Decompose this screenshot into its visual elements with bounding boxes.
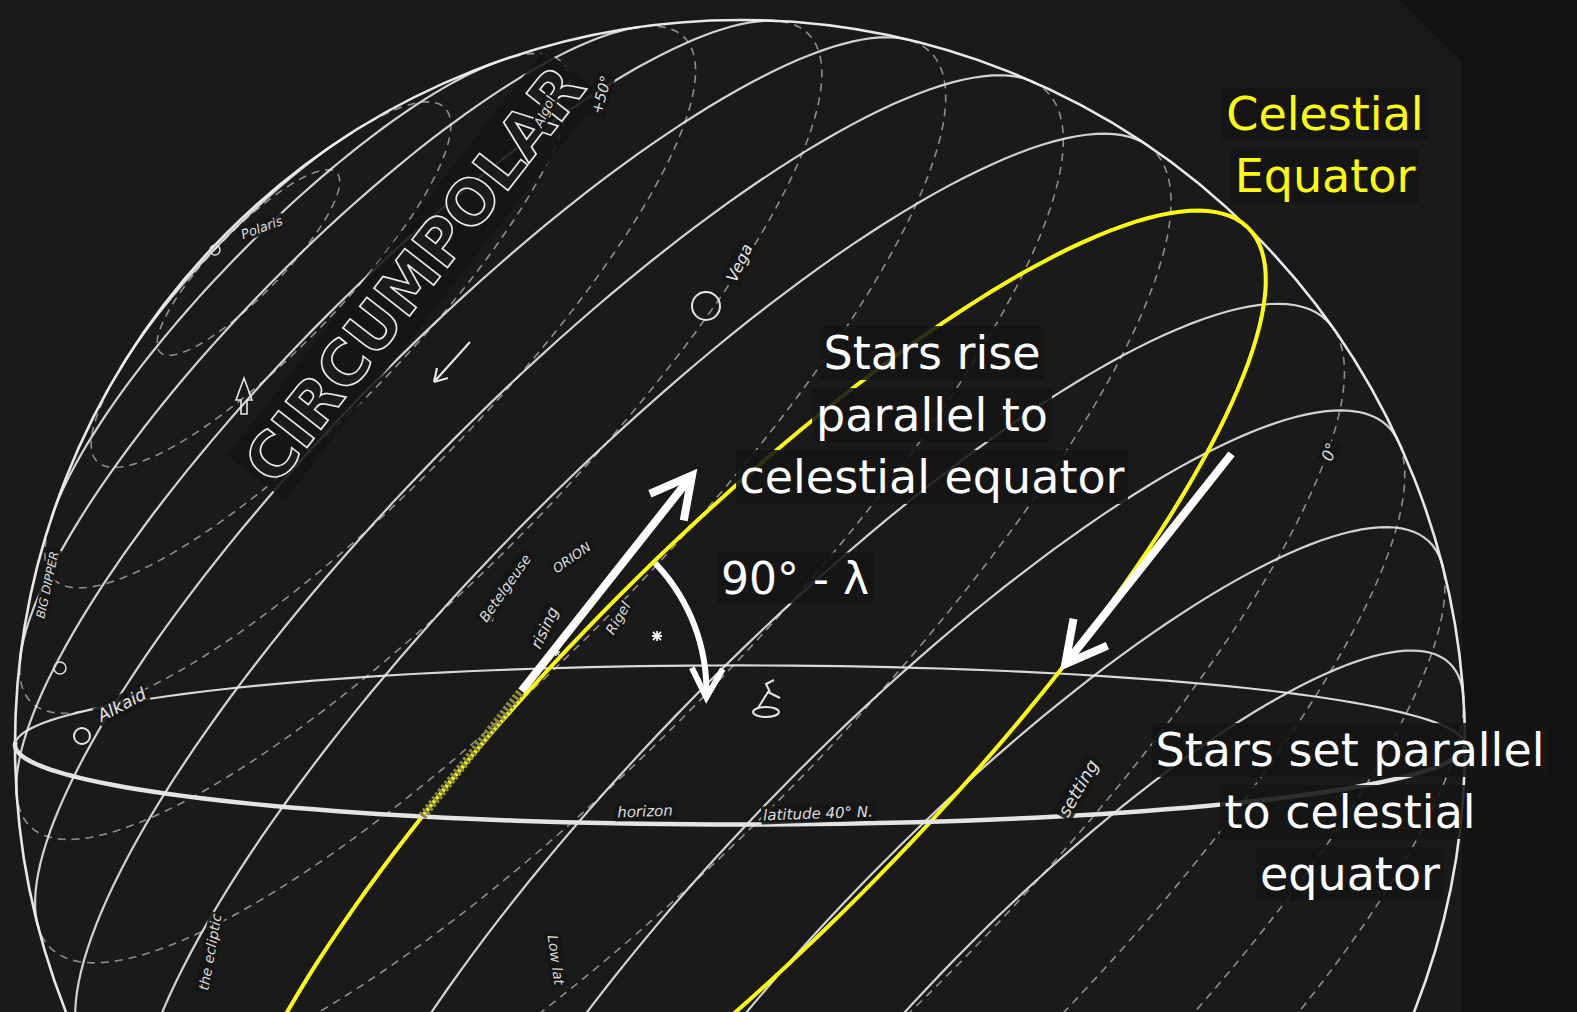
star-name: Alkaid xyxy=(92,683,151,727)
motion-label-box: rising xyxy=(526,602,564,654)
sphere-layer xyxy=(15,20,1465,1012)
annotation-text-box: Stars rise parallel to celestial equator xyxy=(725,322,1139,508)
star-name: Rigel xyxy=(601,597,634,639)
star-symbol xyxy=(652,631,662,641)
declination-mark-box: 0° xyxy=(1317,438,1343,466)
motion-label: rising xyxy=(526,602,564,654)
star-name-box: Betelgeuse xyxy=(474,549,536,627)
latitude-label-box: latitude 40° N. xyxy=(761,803,875,826)
below-horizon-segment xyxy=(422,691,521,816)
diurnal-circle xyxy=(75,645,270,1012)
declination-mark-box: +50° xyxy=(587,72,617,119)
diurnal-circle xyxy=(35,562,215,928)
motion-arrow xyxy=(434,342,470,382)
diurnal-circle xyxy=(51,356,148,518)
horizon-label-box: horizon xyxy=(615,801,675,822)
star-name-box: Polaris xyxy=(237,212,287,243)
zone-label-box: Low lat xyxy=(543,932,568,988)
angle-label: 90° - λ xyxy=(717,553,873,604)
annotation-text: Stars set parallel to celestial equator xyxy=(1152,723,1549,901)
latitude-label: latitude 40° N. xyxy=(761,803,875,825)
scan-panel xyxy=(0,0,1462,1012)
ecliptic-label: the ecliptic xyxy=(195,910,225,993)
star-name-box: Alkaid xyxy=(92,683,151,728)
star-name: Polaris xyxy=(237,212,286,242)
zone-label: Low lat xyxy=(544,932,567,988)
diurnal-circle xyxy=(417,980,612,1012)
sphere-outline xyxy=(15,20,1465,1012)
alkaid-mark xyxy=(74,728,90,744)
diurnal-circle xyxy=(162,133,352,310)
rising-arrow xyxy=(521,478,689,691)
observer-figure xyxy=(753,680,780,717)
dipper-star xyxy=(54,662,66,674)
declination-mark: +50° xyxy=(587,72,616,118)
diurnal-circle xyxy=(16,21,821,840)
diurnal-circle xyxy=(145,142,1171,1012)
star-name-box: Vega xyxy=(722,239,759,287)
hollow-arrow xyxy=(236,378,252,414)
diurnal-circle xyxy=(332,325,1344,1012)
setting-arrow-head xyxy=(1065,623,1103,664)
star-name-box: Rigel xyxy=(600,597,635,640)
annotation-arrows xyxy=(422,454,1231,817)
constellation-name-box: ORION xyxy=(548,538,596,578)
rising-arrow-head xyxy=(654,475,692,516)
diurnal-circle xyxy=(514,304,1335,901)
ecliptic-label-box: the ecliptic xyxy=(194,910,226,993)
equator-title-box: Celestial Equator xyxy=(1165,83,1485,207)
constellation-name-box: BIG DIPPER xyxy=(33,548,63,622)
annotation-text: Stars rise parallel to celestial equator xyxy=(736,326,1129,504)
declination-mark: 0° xyxy=(1317,438,1342,465)
diurnal-circle xyxy=(309,900,514,1012)
diurnal-circle xyxy=(16,485,175,797)
motion-label-box: setting xyxy=(1051,753,1104,822)
diurnal-circle xyxy=(20,416,153,660)
polaris-mark xyxy=(210,245,220,255)
star-name: Betelgeuse xyxy=(475,550,535,627)
horizon-label: horizon xyxy=(615,801,675,821)
diurnal-circle xyxy=(120,309,162,369)
motion-label: setting xyxy=(1052,754,1103,822)
vega-mark xyxy=(692,292,720,320)
angle-label-box: 90° - λ xyxy=(717,551,873,606)
diurnal-circle xyxy=(136,730,341,1012)
equator-title: Celestial Equator xyxy=(1222,87,1427,203)
constellation-name: ORION xyxy=(548,538,595,577)
constellation-name: BIG DIPPER xyxy=(33,548,62,621)
diurnal-circle xyxy=(20,26,696,713)
star-name: Vega xyxy=(722,239,758,287)
angle-arc-head xyxy=(693,671,721,698)
annotation-text-box: Stars set parallel to celestial equator xyxy=(1143,719,1557,905)
diurnal-circle xyxy=(157,170,340,356)
